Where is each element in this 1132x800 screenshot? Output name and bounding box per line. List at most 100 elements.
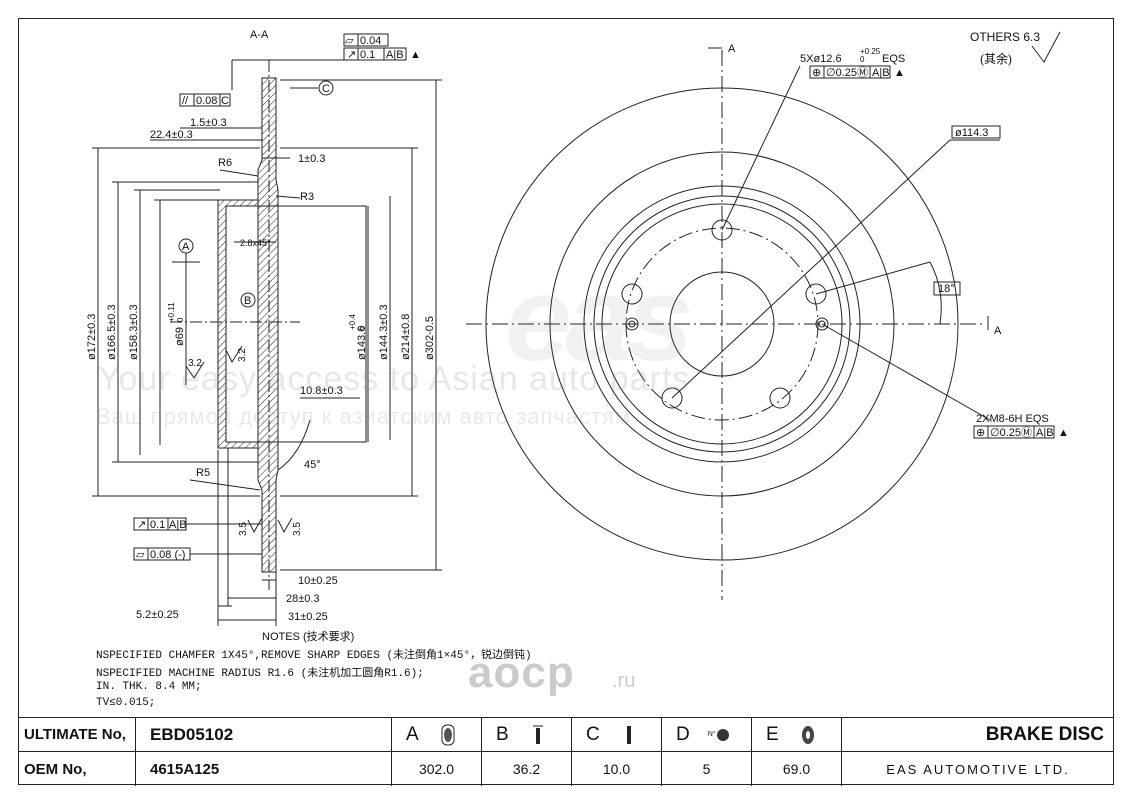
col-a-value: 302.0 (392, 752, 482, 786)
dim-1-5: 1.5±0.3 (190, 117, 227, 129)
svg-text:↗: ↗ (137, 519, 146, 531)
angle-label: 18° (938, 283, 955, 295)
bolt-hole (621, 283, 643, 305)
notes-title: NOTES (技术要求) (262, 631, 355, 643)
bolt-hole (769, 387, 791, 409)
bolt-count-icon (716, 728, 729, 741)
dim-143-6: ø143.6 (356, 326, 368, 360)
disc-thickness-icon (626, 725, 631, 744)
threads-pos-tol: ∅0.25Ⓜ (990, 426, 1032, 439)
disc-diameter-icon (441, 724, 455, 745)
svg-text:⏥: ⏥ (345, 35, 354, 47)
threads-datum: A|B (1036, 427, 1054, 439)
svg-text:▲: ▲ (894, 67, 905, 79)
lower-runout-tol: 0.1 (150, 519, 165, 531)
drawing-frame (18, 18, 1114, 785)
col-a-header: A (392, 718, 482, 752)
dim-31: 31±0.25 (288, 611, 328, 623)
runout-datum: A|B (386, 49, 404, 61)
pcd-label: ø114.3 (955, 127, 988, 139)
section-mark-right: A (994, 325, 1002, 337)
section-dimensions: 0.04 0.1 A|B ⏥ ↗ ▲ 0.08 C // C A B 1.5±0… (86, 35, 436, 623)
threads-callout: 2XM8-6H EQS (976, 413, 1049, 425)
dim-69-tol: +0.11 (167, 302, 176, 322)
holes-callout: 5Xø12.6 (800, 53, 842, 65)
svg-text:⊕: ⊕ (812, 67, 821, 79)
svg-text:▲: ▲ (410, 49, 421, 61)
col-d-value: 5 (662, 752, 752, 786)
runout-tol: 0.1 (360, 49, 375, 61)
product-name: BRAKE DISC (842, 718, 1114, 752)
dim-158-3: ø158.3±0.3 (128, 304, 140, 360)
others-roughness-label: OTHERS 6.3 (970, 30, 1041, 44)
dim-5-2: 5.2±0.25 (136, 609, 179, 621)
ultimate-value: EBD05102 (136, 718, 392, 752)
friction-plate-section (257, 77, 279, 573)
dim-214: ø214±0.8 (400, 314, 412, 360)
oem-value: 4615A125 (136, 752, 392, 786)
svg-text:⊕: ⊕ (976, 427, 985, 439)
dim-143-6-tol: +0.4 (348, 314, 357, 330)
center-bore-icon (801, 725, 814, 744)
note-line: IN. THK. 8.4 MM; (96, 681, 202, 693)
section-mark-top: A (728, 43, 736, 55)
note-line: NSPECIFIED CHAMFER 1X45°,REMOVE SHARP ED… (96, 650, 532, 662)
dim-r5: R5 (196, 467, 210, 479)
svg-text:▲: ▲ (1058, 427, 1069, 439)
rough-3-2a: 3.2 (188, 358, 202, 369)
dim-144-3: ø144.3±0.3 (378, 304, 390, 360)
datum-b-label: B (244, 295, 251, 307)
dim-28: 28±0.3 (286, 593, 320, 605)
dim-r3: R3 (300, 191, 314, 203)
col-e-letter: E (766, 723, 779, 745)
col-d-letter: D (676, 723, 690, 745)
parallel-datum: C (221, 95, 229, 107)
front-view (466, 31, 1061, 600)
others-roughness-label-cn: (其余) (980, 52, 1012, 66)
col-b-header: B (482, 718, 572, 752)
lower-flat-tol: 0.08 (-) (150, 549, 185, 561)
dim-143-6-tol2: 0 (357, 325, 366, 330)
dim-10: 10±0.25 (298, 575, 338, 587)
col-c-header: C (572, 718, 662, 752)
dim-1: 1±0.3 (298, 153, 325, 165)
holes-datum: A|B (872, 67, 890, 79)
col-c-value: 10.0 (572, 752, 662, 786)
holes-tol-up: +0.25 (860, 47, 881, 56)
col-b-value: 36.2 (482, 752, 572, 786)
dim-45: 45° (304, 459, 321, 471)
dim-166-5: ø166.5±0.3 (106, 304, 118, 360)
company-name: EAS AUTOMOTIVE LTD. (886, 761, 1070, 777)
datum-c-label: C (322, 83, 330, 95)
svg-text:⏥: ⏥ (136, 549, 145, 561)
dim-22-4: 22.4±0.3 (150, 129, 193, 141)
col-d-header: D N° (662, 718, 752, 752)
dim-172: ø172±0.3 (86, 314, 98, 360)
dim-69: ø69 (174, 327, 186, 346)
dim-10-8: 10.8±0.3 (300, 385, 343, 397)
bolt-hole (661, 387, 683, 409)
holes-eqs: EQS (882, 53, 905, 65)
col-a-letter: A (406, 723, 419, 745)
section-view: A-A (92, 29, 442, 626)
dim-r6: R6 (218, 157, 232, 169)
section-title: A-A (250, 29, 269, 41)
dim-302: ø302-0.5 (424, 316, 436, 360)
oem-label: OEM No, (18, 752, 136, 786)
flatness-tol: 0.04 (360, 35, 381, 47)
datum-a-label: A (182, 241, 190, 253)
svg-text://: // (182, 95, 189, 107)
parallel-tol: 0.08 (196, 95, 217, 107)
holes-pos-tol: ∅0.25Ⓜ (826, 66, 868, 79)
holes-tol-low: 0 (860, 55, 865, 64)
col-c-letter: C (586, 723, 600, 745)
rough-3-2b: 3.2 (237, 348, 248, 362)
svg-text:↗: ↗ (347, 49, 356, 61)
bolt-hole (805, 283, 827, 305)
bolt-count-icon-label: N° (707, 731, 716, 738)
disc-height-icon (532, 725, 543, 744)
col-b-letter: B (496, 723, 509, 745)
dim-69-tol2: 0 (176, 317, 185, 322)
rough-3-5a: 3.5 (238, 522, 249, 536)
